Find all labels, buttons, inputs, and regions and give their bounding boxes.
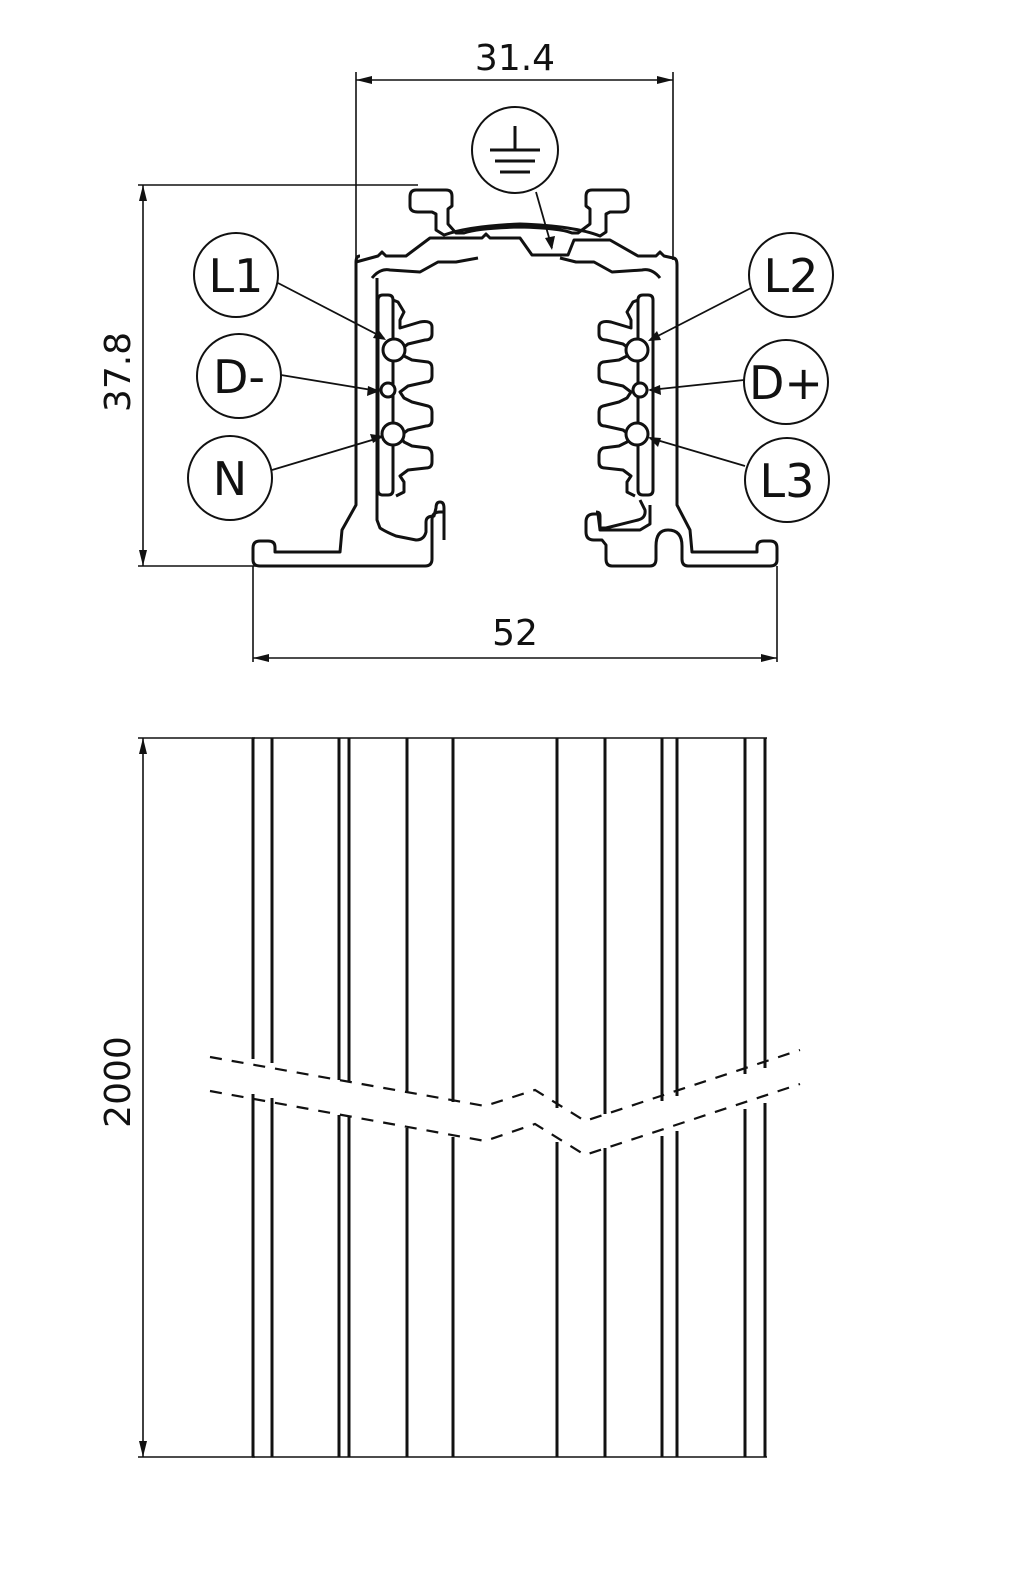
arrowhead-icon [648,331,661,341]
arrowhead-icon [648,437,661,447]
arrowhead-icon [356,76,372,84]
arrowhead-icon [761,654,777,662]
arrowhead-icon [139,185,147,201]
arrowhead-icon [367,386,380,396]
arrowhead-icon [139,550,147,566]
conductor-label-D-plus: D+ [749,356,823,410]
dimension-length: 2000 [98,737,255,1458]
arrowhead-icon [139,738,147,754]
arrowhead-icon [373,329,386,340]
conductor-label-D-minus: D- [213,350,265,404]
profile-lines-lower [251,1094,767,1457]
rail-profile [251,188,779,568]
arrowhead-icon [648,385,661,395]
earth-callout [471,106,559,250]
break-symbol [209,1048,801,1157]
callout-D-plus: D+ [648,339,829,425]
dimension-bottom-width: 52 [252,566,778,662]
arrowhead-icon [545,236,555,250]
arrowhead-icon [657,76,673,84]
conductor-label-L3: L3 [760,454,815,508]
dimension-top-width-label: 31.4 [475,38,555,79]
conductor-label-L1: L1 [209,249,264,303]
dimension-height-label: 37.8 [98,332,139,412]
conductor-label-N: N [213,452,247,506]
arrowhead-icon [139,1441,147,1457]
protective-earth-icon [490,126,540,174]
arrowhead-icon [370,434,384,443]
dimension-length-label: 2000 [98,1036,139,1128]
callout-L2: L2 [648,232,834,341]
side-view: 2000 [98,737,801,1458]
callout-L1: L1 [193,232,386,340]
dimension-height: 37.8 [98,184,418,567]
conductor-label-L2: L2 [764,249,819,303]
callout-L3: L3 [648,437,830,523]
callout-D-minus: D- [196,333,380,419]
dimension-bottom-width-label: 52 [492,613,538,654]
callout-N: N [187,434,384,521]
cross-section-view: 31.4 37.8 52 [98,38,834,662]
arrowhead-icon [253,654,269,662]
profile-lines-upper [251,738,767,1114]
dimension-top-width: 31.4 [355,38,674,260]
